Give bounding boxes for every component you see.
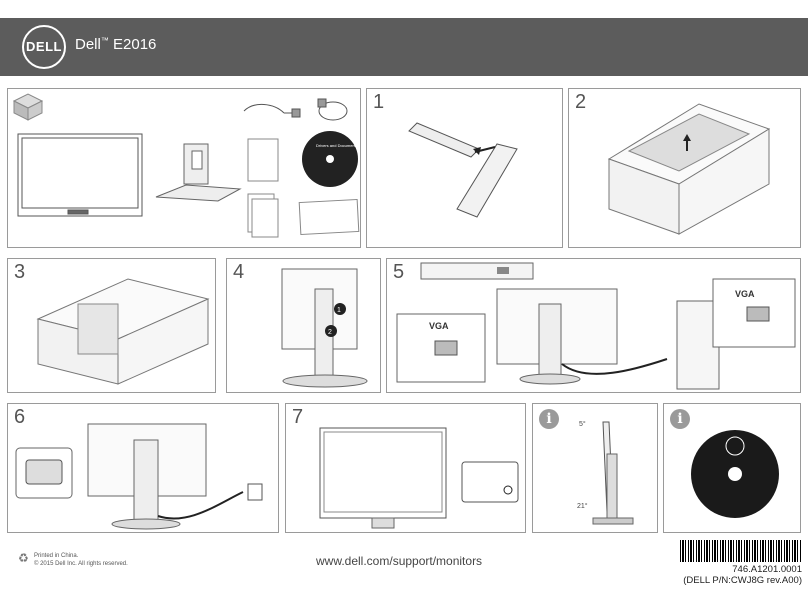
step-number: 6 (14, 406, 26, 428)
support-url[interactable]: www.dell.com/support/monitors (316, 554, 483, 568)
stand-drawing (155, 143, 242, 202)
model-name: E2016 (113, 36, 157, 53)
part-number: 746.A1201.0001 (732, 564, 802, 575)
step-number: 3 (14, 261, 26, 283)
callout-1: 1 (337, 307, 341, 314)
vga-label-left: VGA (429, 321, 449, 331)
step-number: 2 (575, 91, 587, 113)
model-brand: Dell (75, 36, 101, 53)
step-number: 4 (233, 261, 245, 283)
safety-info-drawing (298, 198, 360, 236)
callout-2: 2 (328, 329, 332, 336)
box-icon (12, 93, 44, 121)
step-number: 5 (393, 261, 405, 283)
warranty-doc-drawing (247, 138, 279, 182)
header-bar: DELL Dell™ E2016 (0, 18, 808, 76)
info-icon: i (539, 409, 559, 429)
barcode-image (680, 540, 802, 562)
panel-step-3: 3 (7, 258, 216, 393)
model-title: Dell™ E2016 (75, 36, 156, 53)
route-cables-illustration: 1 2 (281, 268, 368, 388)
part-number-block: 746.A1201.0001 (DELL P/N:CWJ8G rev.A00) (660, 564, 802, 586)
trademark-mark: ™ (100, 36, 109, 45)
quick-setup-guide-drawing (247, 193, 279, 238)
attach-stand-illustration (408, 122, 518, 218)
dell-logo: DELL (22, 25, 66, 69)
vga-cable-drawing (317, 98, 348, 121)
connect-vga-illustration: VGA VGA (396, 262, 796, 390)
tilt-forward-label: 5° (579, 420, 586, 428)
svg-text:Drivers and Documentation: Drivers and Documentation (316, 143, 361, 148)
remove-from-box-illustration (607, 103, 771, 235)
lift-monitor-illustration (36, 278, 210, 385)
panel-step-1: 1 (366, 88, 563, 248)
recycle-icon: ♻ (18, 551, 29, 565)
drivers-disc-illustration (691, 430, 779, 518)
panel-step-4: 4 1 2 (226, 258, 381, 393)
box-contents-illustration: Drivers and Documentation (12, 93, 361, 238)
panel-step-5: 5 VGA VGA (386, 258, 801, 393)
step-number: 1 (373, 91, 385, 113)
power-cable-drawing (243, 104, 301, 118)
copyright-text: © 2015 Dell Inc. All rights reserved. (34, 561, 128, 567)
drivers-disc-drawing: Drivers and Documentation (302, 131, 361, 187)
vga-label-right: VGA (735, 289, 755, 299)
panel-step-6: 6 (7, 403, 279, 533)
panel-info-tilt: i 5° 21° (532, 403, 658, 533)
panel-step-7: 7 (285, 403, 526, 533)
monitor-drawing (17, 133, 143, 217)
dell-part-number: (DELL P/N:CWJ8G rev.A00) (683, 575, 802, 586)
panel-info-disc: i (663, 403, 801, 533)
connect-power-illustration (15, 423, 263, 530)
power-on-illustration (319, 427, 519, 529)
panel-box-contents: Drivers and Documentation (7, 88, 361, 248)
tilt-back-label: 21° (577, 502, 588, 510)
info-icon: i (670, 409, 690, 429)
step-number: 7 (292, 406, 304, 428)
panel-step-2: 2 (568, 88, 801, 248)
printed-in-text: Printed in China. (34, 553, 79, 559)
print-info: Printed in China. © 2015 Dell Inc. All r… (34, 552, 128, 568)
tilt-range-illustration: 5° 21° (577, 420, 634, 525)
